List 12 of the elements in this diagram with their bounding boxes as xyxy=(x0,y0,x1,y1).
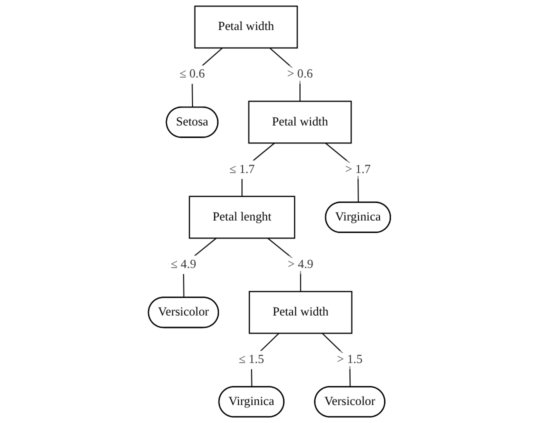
edge-label: > 1.5 xyxy=(336,353,362,366)
node-box: Petal width xyxy=(194,6,298,49)
edge-label: ≤ 0.6 xyxy=(179,68,204,81)
edge-label: ≤ 1.7 xyxy=(228,162,254,176)
edge-label: > 4.9 xyxy=(287,258,313,272)
edge-label: > 1.7 xyxy=(344,162,370,176)
node-box: Petal width xyxy=(248,100,352,144)
edge-label: ≤ 4.9 xyxy=(170,258,196,272)
edge-label: ≤ 1.5 xyxy=(238,353,264,366)
node-box: Petal width xyxy=(248,290,352,334)
edge-label: > 0.6 xyxy=(286,68,312,81)
node-box: Petal lenght xyxy=(188,196,295,239)
